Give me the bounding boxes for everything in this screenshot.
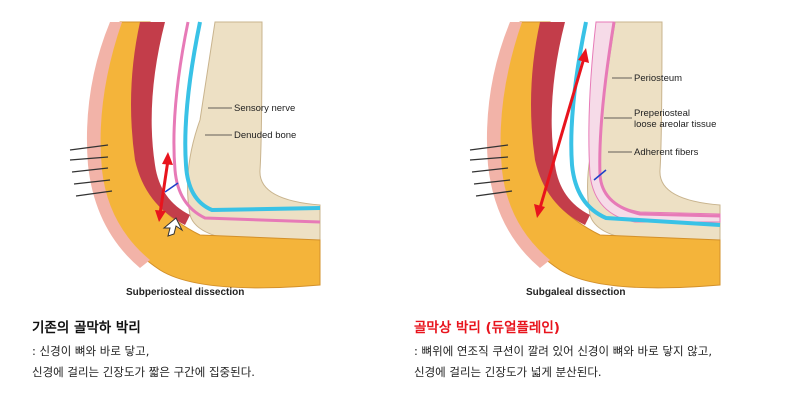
subperiosteal-illustration: Sensory nerve Denuded bone Subperiosteal… bbox=[69, 21, 321, 298]
diagram-title: Subperiosteal dissection bbox=[126, 287, 244, 298]
small-blue-arrow bbox=[164, 182, 179, 193]
skin-layer bbox=[486, 22, 550, 268]
caption-line-2: 신경에 걸리는 긴장도가 짧은 구간에 집중된다. bbox=[32, 365, 255, 379]
caption-line-1: : 신경이 뼈와 바로 닿고, bbox=[32, 344, 150, 358]
sensory-nerve bbox=[183, 21, 321, 213]
small-blue-arrow bbox=[593, 169, 607, 181]
caption-line-2: 신경에 걸리는 긴장도가 넓게 분산된다. bbox=[414, 365, 602, 379]
hair-lines bbox=[69, 144, 113, 197]
tension-arrow bbox=[534, 48, 589, 218]
subgaleal-illustration: Periosteum Preperiosteal loose areolar t… bbox=[469, 21, 721, 298]
muscle-layer bbox=[131, 22, 190, 225]
periosteum bbox=[598, 21, 721, 218]
bone bbox=[187, 21, 321, 243]
label-adherent-fibers: Adherent fibers bbox=[634, 147, 699, 158]
skin-layer bbox=[86, 22, 150, 268]
caption-title: 골막상 박리 (듀얼플레인) bbox=[414, 320, 560, 336]
left-panel: Sensory nerve Denuded bone Subperiosteal… bbox=[32, 21, 321, 379]
label-denuded-bone: Denuded bone bbox=[234, 130, 296, 141]
periosteum bbox=[172, 21, 321, 224]
muscle-layer bbox=[531, 22, 590, 225]
cursor-arrow-icon bbox=[162, 217, 184, 237]
diagram-title: Subgaleal dissection bbox=[526, 287, 625, 298]
label-preperiosteal-1: Preperiosteal bbox=[634, 108, 690, 119]
tension-arrow bbox=[155, 152, 173, 222]
label-sensory-nerve: Sensory nerve bbox=[234, 103, 295, 114]
right-panel: Periosteum Preperiosteal loose areolar t… bbox=[400, 0, 800, 401]
caption-line-1: : 뼈위에 연조직 쿠션이 깔려 있어 신경이 뼈와 바로 닿지 않고, bbox=[414, 344, 713, 358]
label-preperiosteal-2: loose areolar tissue bbox=[634, 119, 716, 130]
sensory-nerve bbox=[569, 21, 721, 227]
hair-lines bbox=[469, 144, 513, 197]
caption-title: 기존의 골막하 박리 bbox=[32, 320, 141, 336]
label-periosteum: Periosteum bbox=[634, 73, 682, 84]
